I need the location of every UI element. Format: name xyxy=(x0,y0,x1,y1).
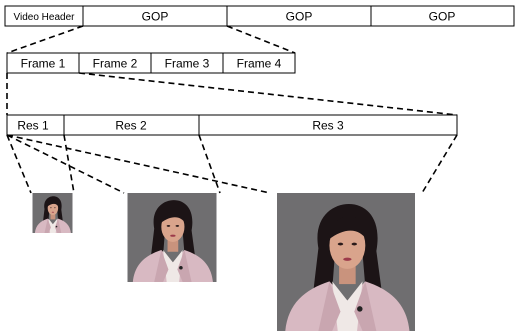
res-label-1: Res 1 xyxy=(17,119,49,133)
frame-label-4: Frame 4 xyxy=(237,57,282,71)
res3-image xyxy=(277,193,415,331)
frame-to-res-right-connector xyxy=(78,72,458,116)
res-label-3: Res 3 xyxy=(312,119,344,133)
frame-cell-4 xyxy=(222,52,296,74)
res2-left-connector xyxy=(6,134,125,194)
res-cell-3 xyxy=(198,114,458,136)
gop-label-3: GOP xyxy=(429,10,456,24)
gop-to-frames-right-connector xyxy=(226,25,296,54)
gop-label-2: GOP xyxy=(286,10,313,24)
res3-left-connector xyxy=(6,134,271,194)
res3-right-connector xyxy=(421,134,458,194)
connector-lines xyxy=(6,25,458,194)
res-label-2: Res 2 xyxy=(115,119,147,133)
video-header-label: Video Header xyxy=(14,12,76,23)
gop-to-frames-left-connector xyxy=(6,25,84,54)
stream-row: Video Header GOP GOP GOP xyxy=(4,5,515,27)
gop-cell-3 xyxy=(370,5,515,27)
res2-image xyxy=(127,193,217,282)
frame-label-3: Frame 3 xyxy=(165,57,210,71)
res1-image xyxy=(32,193,73,233)
decoded-images xyxy=(32,193,415,331)
frame-label-2: Frame 2 xyxy=(93,57,138,71)
frame-label-1: Frame 1 xyxy=(21,57,66,71)
frame-row: Frame 1 Frame 2 Frame 3 Frame 4 xyxy=(6,52,296,74)
res2-right-connector xyxy=(198,134,221,194)
resolution-row: Res 1 Res 2 Res 3 xyxy=(6,114,458,136)
res1-left-connector xyxy=(6,134,32,194)
gop-label-1: GOP xyxy=(142,10,169,24)
